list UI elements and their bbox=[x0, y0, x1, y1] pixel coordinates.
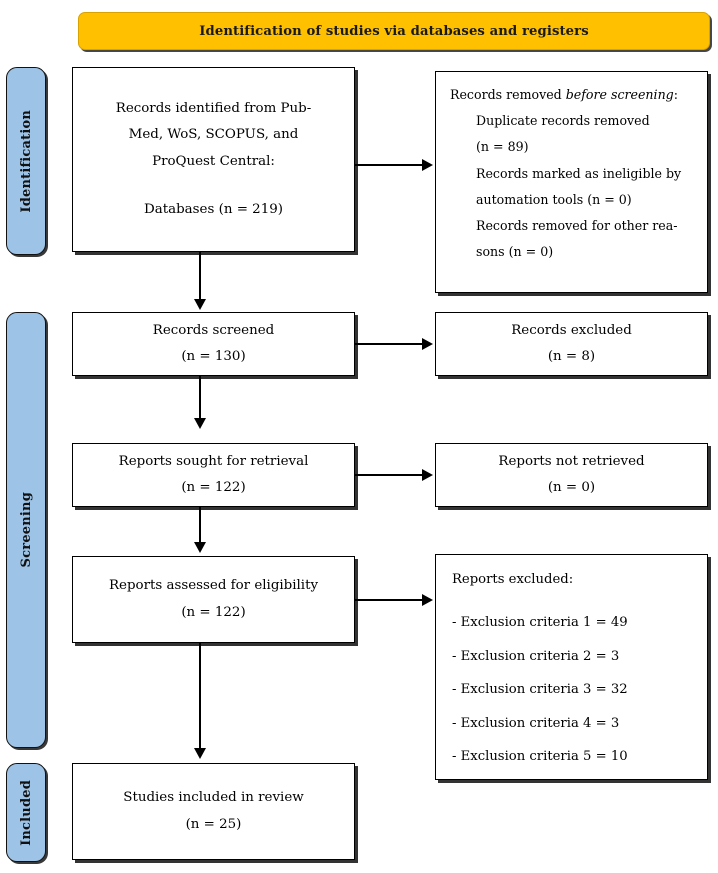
records-removed-title-emphasis: before screening bbox=[565, 87, 674, 102]
arrow-line-sought-to-not-retrieved bbox=[355, 474, 423, 476]
reports-not-retrieved-count: (n = 0) bbox=[547, 480, 596, 495]
records-removed-title-a: Records removed bbox=[450, 87, 566, 102]
arrow-line-sought-to-assessed bbox=[199, 507, 201, 544]
exclusion-criteria-item-5: - Exclusion criteria 5 = 10 bbox=[452, 749, 628, 765]
arrow-head-screened-to-excluded bbox=[422, 338, 433, 350]
box-records-identified: Records identified from Pub- Med, WoS, S… bbox=[72, 67, 355, 252]
reports-assessed-label: Reports assessed for eligibility bbox=[108, 578, 319, 594]
phase-bar-identification: Identification bbox=[6, 67, 46, 255]
duplicate-records-removed-count: (n = 89) bbox=[476, 139, 529, 155]
exclusion-criteria-item-1: - Exclusion criteria 1 = 49 bbox=[452, 615, 628, 631]
phase-bar-screening: Screening bbox=[6, 312, 46, 748]
records-identified-line-3: ProQuest Central: bbox=[152, 153, 275, 169]
records-screened-count: (n = 130) bbox=[181, 349, 246, 364]
records-removed-title: Records removed before screening: bbox=[450, 82, 693, 108]
duplicate-records-removed-label: Duplicate records removed bbox=[476, 113, 650, 129]
records-screened-label: Records screened bbox=[152, 322, 275, 338]
arrow-line-assessed-to-included bbox=[199, 643, 201, 750]
removed-other-reasons-label: Records removed for other rea- bbox=[476, 217, 678, 233]
arrow-head-assessed-to-excluded bbox=[422, 594, 433, 606]
identification-banner-label: Identification of studies via databases … bbox=[199, 23, 589, 39]
box-records-screened: Records screened (n = 130) bbox=[72, 312, 355, 376]
arrow-head-assessed-to-included bbox=[194, 748, 206, 759]
removed-other-reasons-count: sons (n = 0) bbox=[476, 244, 554, 260]
reports-sought-count: (n = 122) bbox=[181, 480, 246, 495]
box-reports-excluded-detail: Reports excluded: - Exclusion criteria 1… bbox=[435, 554, 708, 780]
arrow-head-sought-to-assessed bbox=[194, 542, 206, 553]
phase-label-included: Included bbox=[18, 779, 34, 846]
arrow-line-screened-to-excluded bbox=[355, 343, 423, 345]
box-records-removed-before-screening: Records removed before screening: Duplic… bbox=[435, 71, 708, 293]
arrow-line-identified-to-screened bbox=[199, 252, 201, 301]
box-studies-included-in-review: Studies included in review (n = 25) bbox=[72, 763, 355, 860]
box-reports-not-retrieved: Reports not retrieved (n = 0) bbox=[435, 443, 708, 507]
phase-label-identification: Identification bbox=[18, 109, 34, 213]
records-identified-line-1: Records identified from Pub- bbox=[115, 101, 312, 117]
records-identified-databases-count: Databases (n = 219) bbox=[144, 201, 283, 217]
arrow-head-identified-to-removed bbox=[422, 159, 433, 171]
reports-not-retrieved-label: Reports not retrieved bbox=[498, 453, 645, 469]
records-excluded-label: Records excluded bbox=[511, 322, 632, 338]
records-removed-title-c: : bbox=[673, 87, 678, 102]
studies-included-count: (n = 25) bbox=[185, 816, 242, 832]
arrow-head-sought-to-not-retrieved bbox=[422, 469, 433, 481]
box-reports-sought-for-retrieval: Reports sought for retrieval (n = 122) bbox=[72, 443, 355, 507]
ineligible-automation-count: automation tools (n = 0) bbox=[476, 191, 632, 207]
phase-bar-included: Included bbox=[6, 763, 46, 862]
arrow-line-identified-to-removed bbox=[355, 164, 423, 166]
ineligible-automation-label: Records marked as ineligible by bbox=[476, 165, 682, 181]
records-identified-line-2: Med, WoS, SCOPUS, and bbox=[128, 127, 299, 143]
reports-assessed-count: (n = 122) bbox=[181, 604, 246, 620]
arrow-line-screened-to-sought bbox=[199, 376, 201, 420]
reports-sought-label: Reports sought for retrieval bbox=[118, 453, 309, 469]
records-excluded-count: (n = 8) bbox=[547, 349, 596, 364]
arrow-head-screened-to-sought bbox=[194, 418, 206, 429]
exclusion-criteria-item-4: - Exclusion criteria 4 = 3 bbox=[452, 715, 620, 731]
box-records-excluded: Records excluded (n = 8) bbox=[435, 312, 708, 376]
identification-banner: Identification of studies via databases … bbox=[78, 12, 710, 50]
exclusion-criteria-item-3: - Exclusion criteria 3 = 32 bbox=[452, 682, 628, 698]
exclusion-criteria-item-2: - Exclusion criteria 2 = 3 bbox=[452, 648, 620, 664]
arrow-head-identified-to-screened bbox=[194, 299, 206, 310]
box-reports-assessed-for-eligibility: Reports assessed for eligibility (n = 12… bbox=[72, 556, 355, 643]
reports-excluded-title: Reports excluded: bbox=[452, 572, 574, 587]
arrow-line-assessed-to-excluded bbox=[355, 599, 423, 601]
phase-label-screening: Screening bbox=[18, 492, 34, 568]
studies-included-label: Studies included in review bbox=[123, 790, 304, 806]
